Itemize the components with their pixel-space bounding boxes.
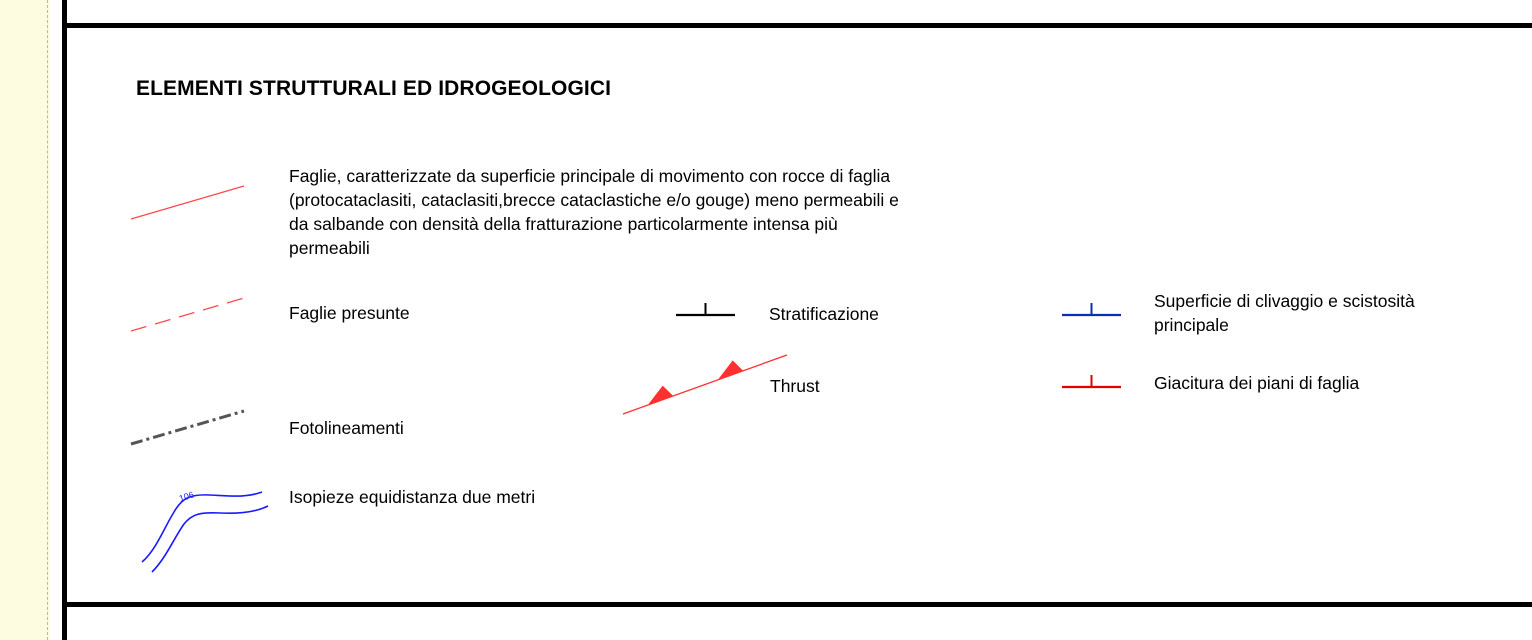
frame-left-border [62,0,67,640]
left-margin-strip [0,0,50,640]
fault-description-line-4: permeabili [289,238,370,258]
presumed-fault-symbol [130,297,245,332]
bedding-label: Stratificazione [769,304,879,324]
frame-bottom-rule [62,602,1532,607]
isopieze-label: Isopieze equidistanza due metri [289,487,536,507]
bedding-symbol [676,303,735,317]
cleavage-description-line-1: Superficie di clivaggio e scistosità [1154,291,1415,311]
fault-line-symbol [130,185,245,220]
fault-plane-label: Giacitura dei piani di faglia [1154,373,1360,393]
fault-description-line-2: (protocataclasiti, cataclasiti,brecce ca… [289,190,899,210]
cleavage-symbol [1062,303,1121,317]
isopieze-contour-symbol: 106 [141,489,269,573]
thrust-symbol [622,354,788,415]
presumed-fault-label: Faglie presunte [289,303,410,323]
frame-top-rule [62,23,1532,28]
legend-title: ELEMENTI STRUTTURALI ED IDROGEOLOGICI [136,77,612,100]
isopieze-contour-value: 106 [178,489,195,503]
fault-description: Faglie, caratterizzate da superficie pri… [289,164,899,260]
margin-dashed-line [47,0,48,640]
fault-description-line-3: da salbande con densità della fratturazi… [289,214,838,234]
thrust-label: Thrust [770,376,820,396]
cleavage-description-line-2: principale [1154,315,1229,335]
photolineament-symbol [130,409,245,446]
fault-description-line-1: Faglie, caratterizzate da superficie pri… [289,166,891,186]
cleavage-description: Superficie di clivaggio e scistosità pri… [1154,289,1415,337]
fault-plane-symbol [1062,375,1121,389]
photolineament-label: Fotolineamenti [289,418,404,438]
